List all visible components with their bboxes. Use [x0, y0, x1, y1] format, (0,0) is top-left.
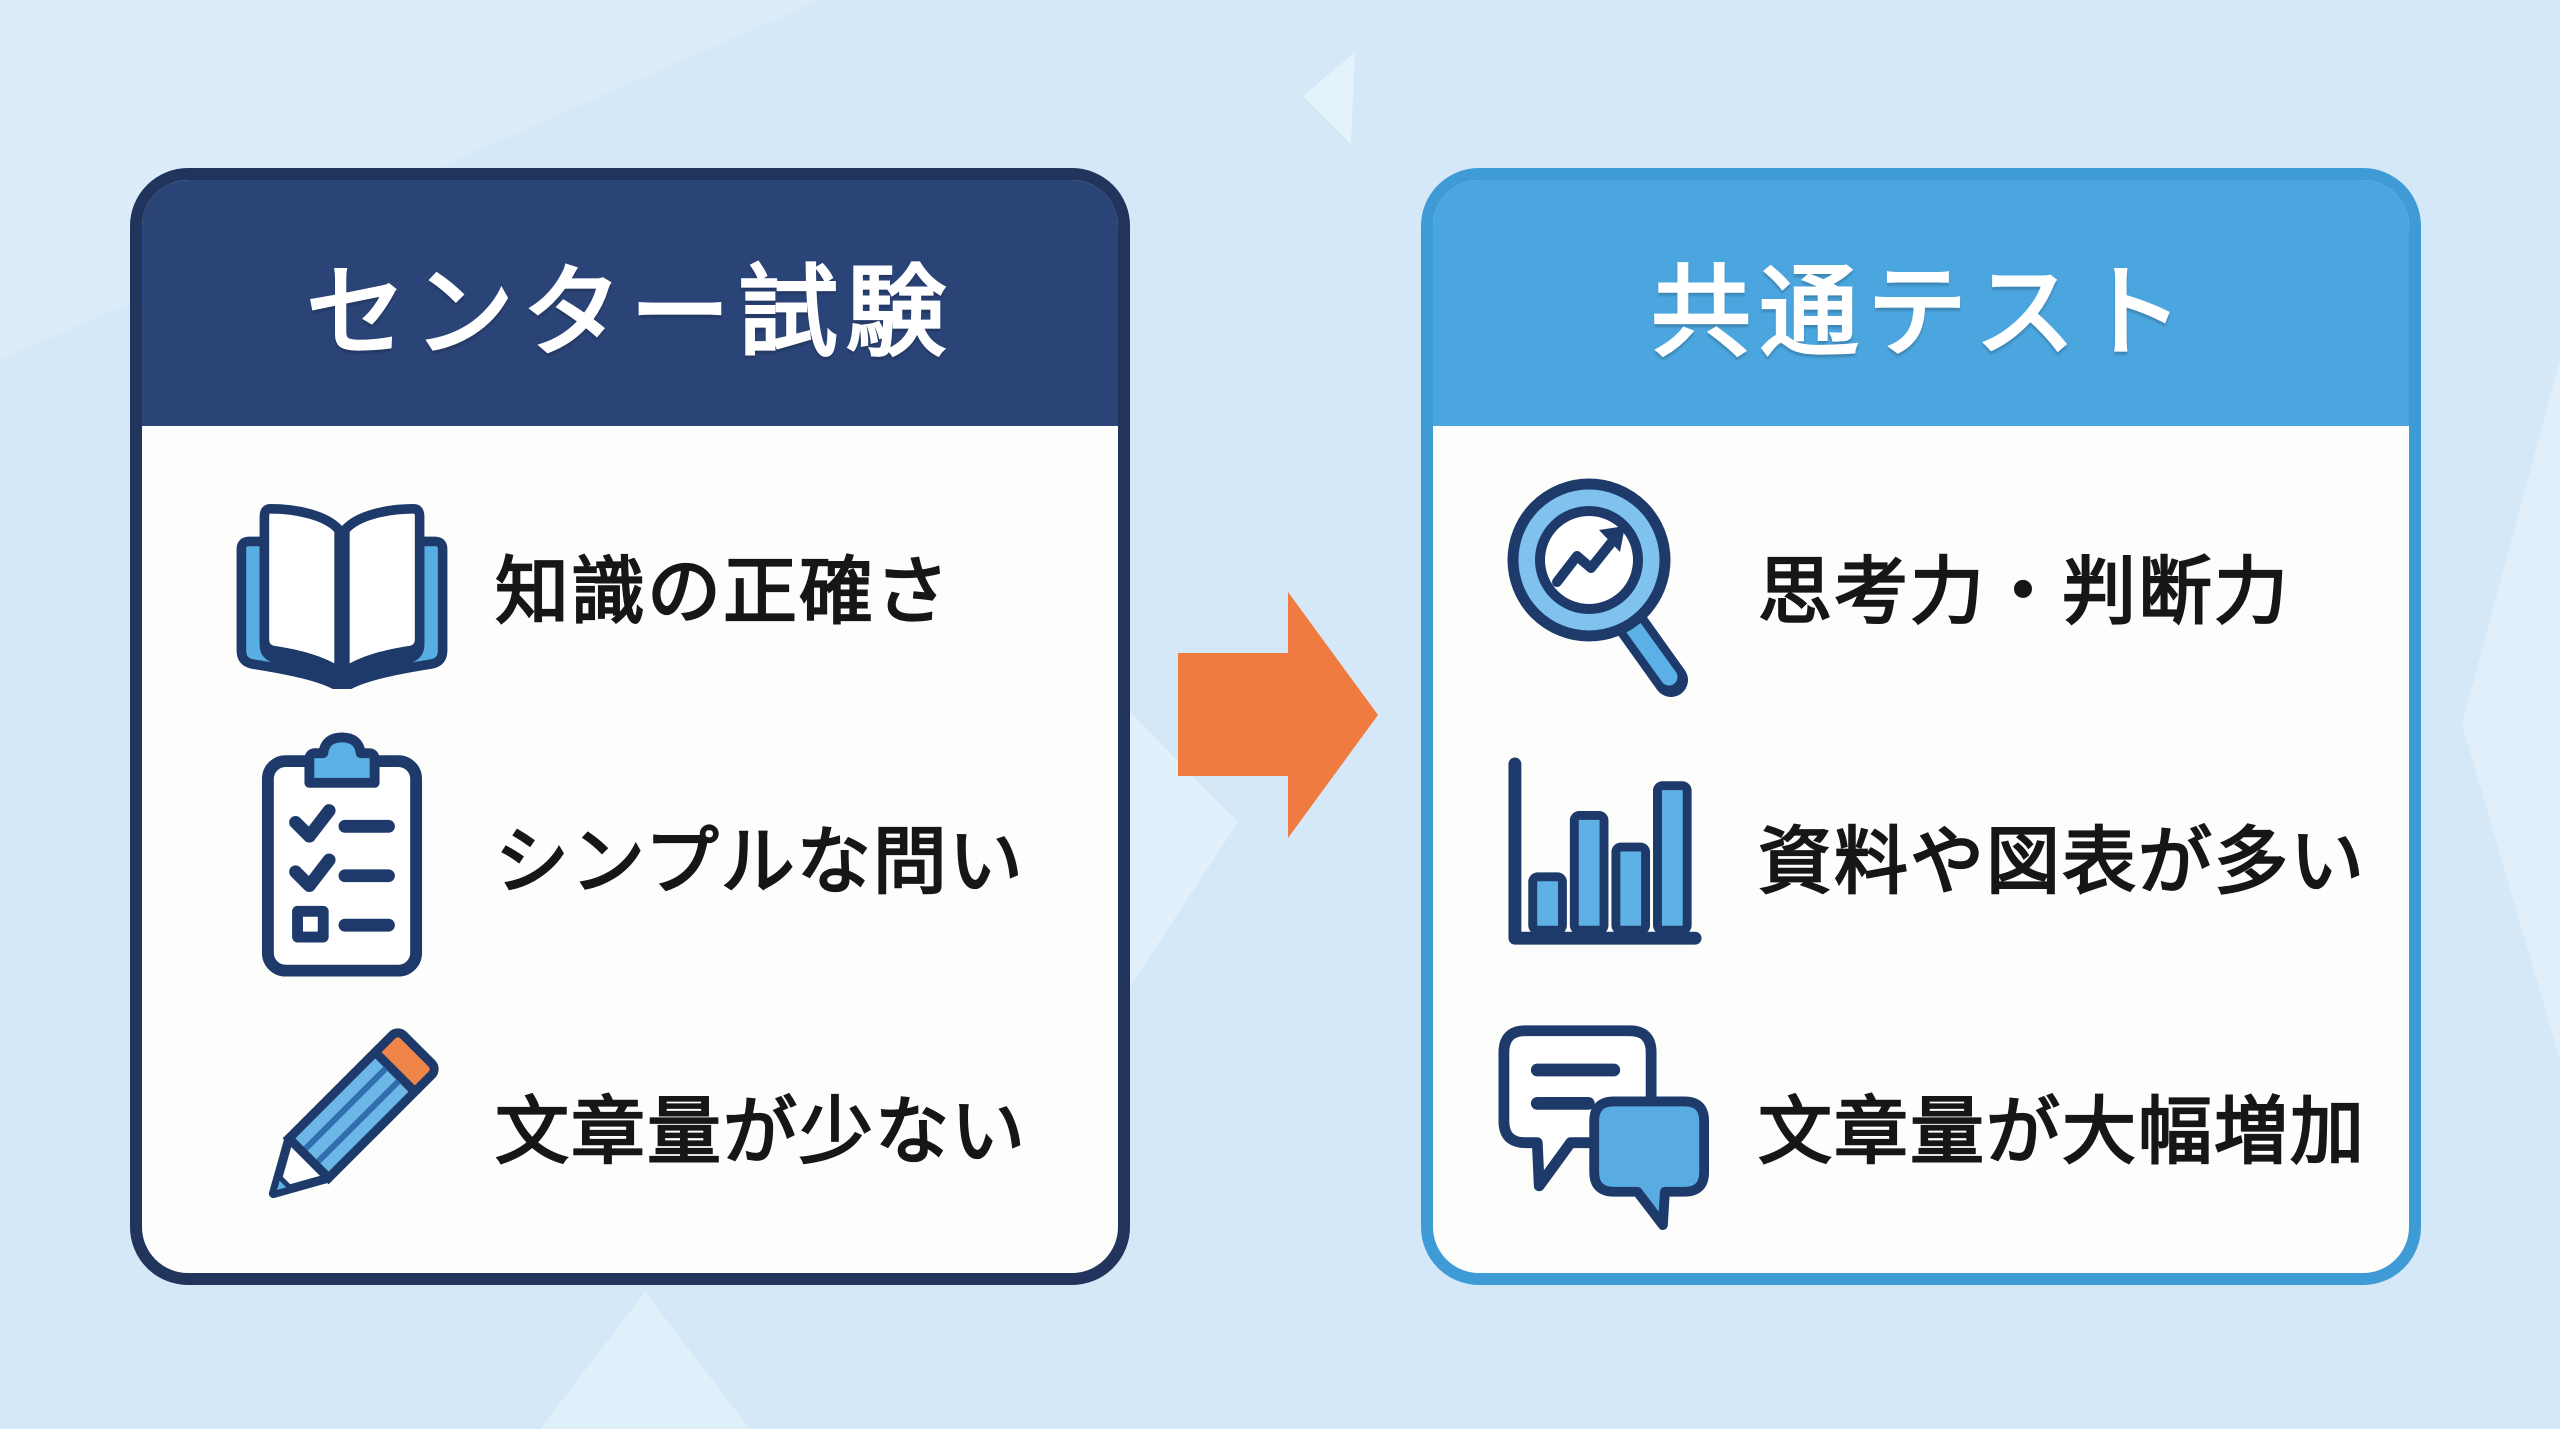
list-item-label: 思考力・判断力: [1758, 549, 2290, 633]
list-item: シンプルな問い: [142, 720, 1118, 990]
common-test-card: 共通テスト 思考力・判断力: [1421, 168, 2421, 1285]
list-item-label: 文章量が大幅増加: [1758, 1089, 2366, 1173]
list-item-label: 文章量が少ない: [495, 1089, 1027, 1173]
list-item-label: 知識の正確さ: [495, 549, 951, 633]
background-triangle: [540, 1292, 750, 1429]
list-item: 資料や図表が多い: [1433, 720, 2409, 990]
arrow-right-icon: [1178, 592, 1378, 838]
common-test-title: 共通テスト: [1651, 256, 2191, 369]
common-test-header: 共通テスト: [1433, 180, 2409, 426]
common-test-body: 思考力・判断力 資料や図表が多い: [1433, 426, 2409, 1260]
list-item-label: 資料や図表が多い: [1758, 819, 2366, 903]
center-exam-card: センター試験 知識の正確さ: [130, 168, 1130, 1285]
bar-chart-icon: [1480, 756, 1730, 954]
background-triangle: [2462, 360, 2560, 1060]
list-item-label: シンプルな問い: [495, 819, 1025, 903]
list-item: 文章量が少ない: [142, 990, 1118, 1260]
book-icon: [217, 482, 467, 689]
magnifier-trend-icon: [1480, 466, 1730, 704]
center-exam-header: センター試験: [142, 180, 1118, 426]
center-exam-title: センター試験: [306, 256, 954, 369]
chat-bubbles-icon: [1480, 1019, 1730, 1231]
pencil-icon: [217, 1010, 467, 1240]
list-item: 知識の正確さ: [142, 450, 1118, 720]
list-item: 思考力・判断力: [1433, 450, 2409, 720]
list-item: 文章量が大幅増加: [1433, 990, 2409, 1260]
clipboard-icon: [217, 731, 467, 979]
center-exam-body: 知識の正確さ シンプルな問い: [142, 426, 1118, 1260]
background-triangle: [1303, 52, 1355, 144]
